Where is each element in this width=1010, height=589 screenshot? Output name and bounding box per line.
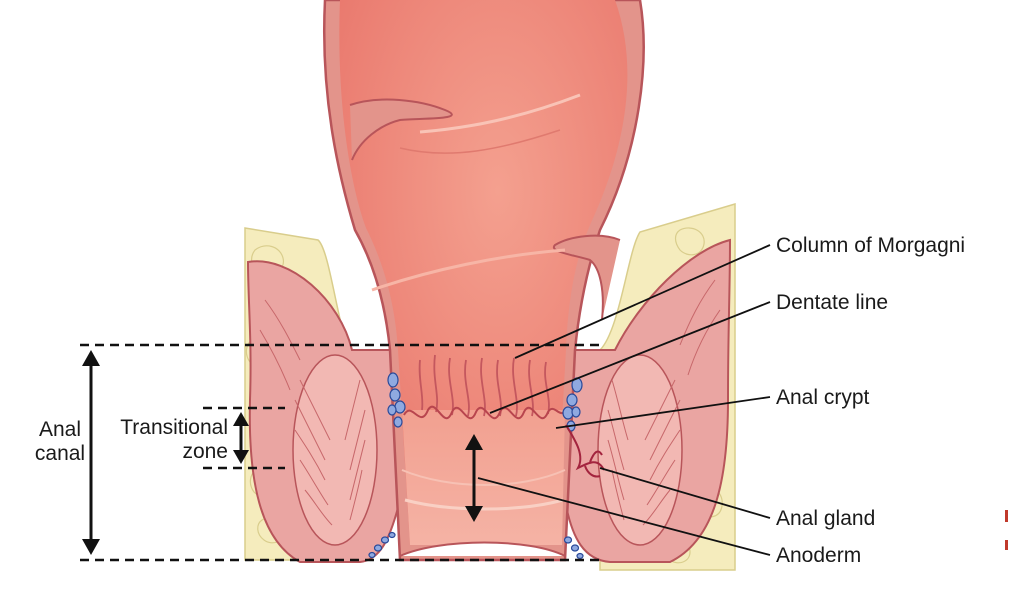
left-sphincter-muscle	[246, 260, 402, 563]
dimension-arrows	[82, 350, 483, 555]
label-anoderm: Anoderm	[776, 544, 862, 567]
label-anal-canal-line1: Anal	[38, 418, 82, 441]
right-sphincter-muscle	[563, 238, 732, 563]
leader-anoderm	[477, 477, 771, 556]
right-lymph-nodes	[562, 377, 584, 560]
transitional-arrow-down	[233, 450, 249, 464]
edge-fragments	[1005, 510, 1008, 550]
label-anal-gland: Anal gland	[776, 507, 876, 530]
anal-canal-arrow-down	[82, 539, 100, 555]
leader-dentate-line	[489, 301, 771, 414]
anoderm-arrow-down	[465, 506, 483, 522]
anal-canal	[401, 410, 566, 545]
rectal-lumen	[339, 0, 628, 545]
label-transitional-zone: Transitional zone	[106, 416, 228, 464]
label-anal-canal: Anal canal	[32, 418, 88, 466]
anal-gland	[565, 424, 605, 478]
label-transitional-line1: Transitional	[120, 416, 228, 439]
label-anal-canal-line2: canal	[34, 442, 86, 465]
anal-canal-arrow-up	[82, 350, 100, 366]
leader-anal-gland	[599, 467, 771, 519]
columns-of-morgagni	[403, 354, 567, 420]
anoderm-arrow-up	[465, 434, 483, 450]
leader-column-of-morgagni	[514, 244, 771, 359]
anal-verge	[399, 541, 566, 557]
leader-anal-crypt	[555, 396, 771, 429]
label-column-of-morgagni: Column of Morgagni	[776, 234, 966, 257]
left-muscle-fibers	[259, 299, 366, 526]
leader-lines	[477, 244, 771, 556]
left-lymph-nodes	[368, 372, 406, 559]
transitional-arrow-up	[233, 412, 249, 426]
label-transitional-line2: zone	[182, 440, 228, 463]
label-anal-crypt: Anal crypt	[776, 386, 870, 409]
label-dentate-line: Dentate line	[776, 291, 889, 314]
measurement-lines	[80, 343, 600, 562]
